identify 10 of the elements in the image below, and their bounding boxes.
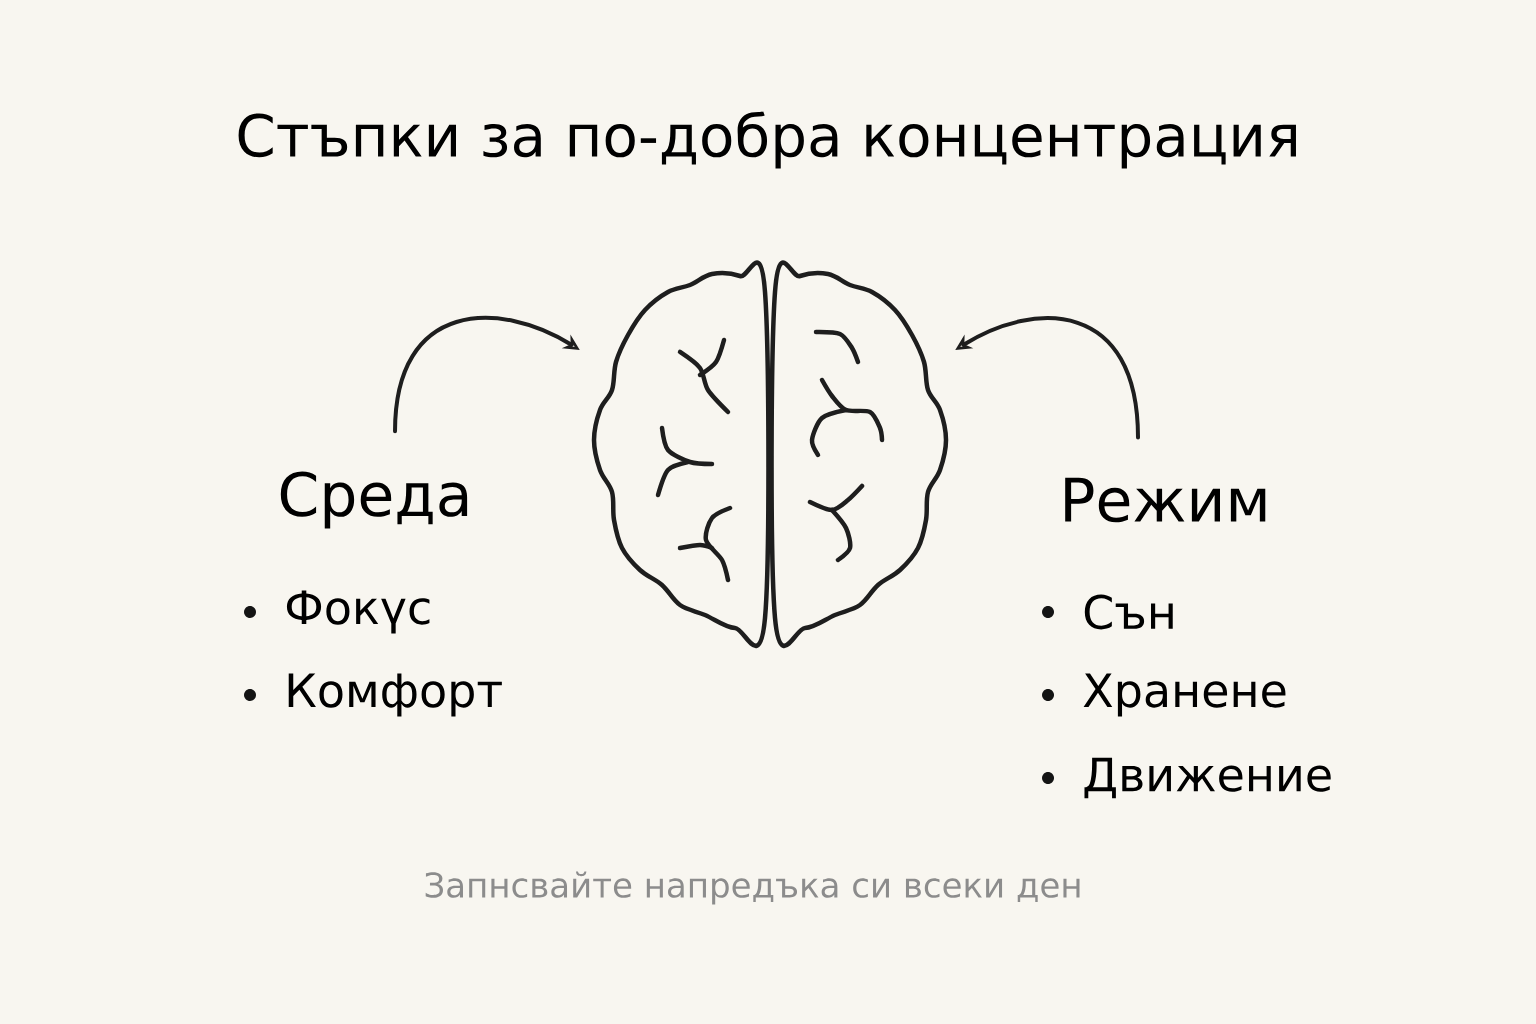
heading: Режим xyxy=(1065,477,1266,523)
title: Стъпки за по-добра концентрация xyxy=(238,111,1296,169)
list-item: Комфорт xyxy=(244,673,502,717)
list-item: Сън xyxy=(1042,594,1173,630)
heading: Среда xyxy=(280,471,468,529)
caption: Запнсвайте напредъка си всеки ден xyxy=(425,871,1080,905)
list-item: Хранене xyxy=(1042,673,1286,717)
brain-drawing xyxy=(591,260,949,648)
list-item: Движение xyxy=(1042,757,1331,799)
list-item: Фокүс xyxy=(244,590,430,634)
